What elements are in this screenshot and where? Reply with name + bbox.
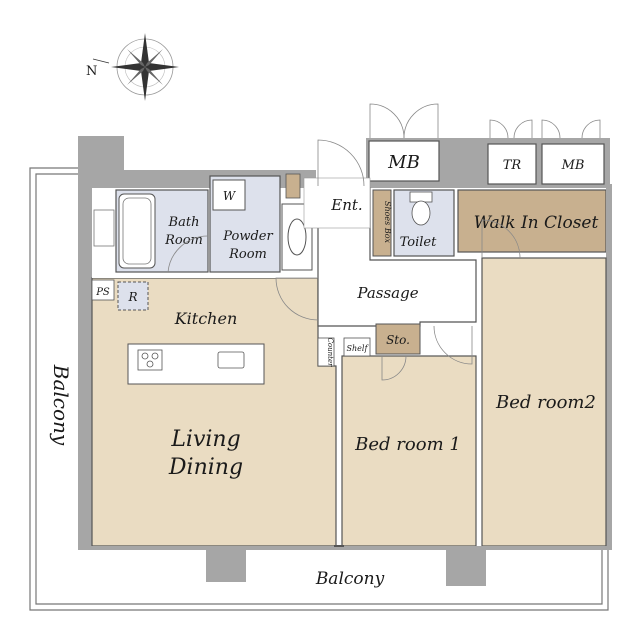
walk-in-closet-label: Walk In Closet xyxy=(474,213,599,233)
washer xyxy=(212,179,246,211)
counter xyxy=(317,337,335,367)
balcony-left-label: Balcony xyxy=(49,364,73,446)
bedroom2-floor xyxy=(481,257,607,547)
storage-door-swing xyxy=(381,355,407,381)
stove-icon xyxy=(137,349,163,371)
shoes-box-label: Shoes Box xyxy=(383,201,392,244)
entrance-tiles xyxy=(303,177,371,229)
tr-box xyxy=(487,143,537,185)
toilet-tank xyxy=(409,191,433,203)
powder-room-label-2: Room xyxy=(228,247,267,262)
passage-label: Passage xyxy=(356,284,418,302)
storage-label: Sto. xyxy=(386,333,410,347)
washer-label: W xyxy=(223,189,237,203)
counter-label: Counter xyxy=(326,338,334,368)
kitchen-sink-icon xyxy=(217,351,245,369)
refrigerator xyxy=(117,281,149,311)
living-label-2: Dining xyxy=(168,455,243,480)
bath-room-label-1: Bath xyxy=(168,215,200,230)
bedroom2-label: Bed room2 xyxy=(495,392,596,413)
bedroom1-door-swing xyxy=(433,325,473,365)
tr-label: TR xyxy=(503,158,522,173)
refrigerator-label: R xyxy=(127,290,137,304)
cabinet-stub xyxy=(285,173,301,199)
bottom-wall xyxy=(78,546,612,550)
left-wall xyxy=(78,170,92,548)
ps-box xyxy=(91,279,115,301)
shoes-box xyxy=(372,189,392,257)
bath-room-label-2: Room xyxy=(164,233,203,248)
upper-door-swings xyxy=(369,103,601,139)
toilet-label: Toilet xyxy=(400,235,437,250)
bath-window-stub xyxy=(93,209,115,247)
shelf xyxy=(343,337,371,357)
mb-small-label: MB xyxy=(561,158,585,173)
powder-sink-icon xyxy=(287,218,307,256)
kitchen-label: Kitchen xyxy=(174,309,238,328)
entrance-label: Ent. xyxy=(330,196,362,214)
toilet-bowl-icon xyxy=(411,200,431,226)
bedroom1-floor xyxy=(341,355,477,547)
balcony-outline xyxy=(29,167,609,611)
mb-small-box xyxy=(541,143,605,185)
bedroom1-label: Bed room 1 xyxy=(354,434,461,455)
bedroom2-door-swing xyxy=(481,219,521,259)
bath-door-swing xyxy=(167,235,209,273)
mb-main-box xyxy=(368,140,440,182)
mb-main-label: MB xyxy=(387,152,420,173)
ps-label: PS xyxy=(95,287,110,298)
right-wall xyxy=(606,184,612,548)
compass-north-label: N xyxy=(86,64,97,79)
bathtub-inner xyxy=(122,197,152,265)
kitchen-passage-door-swing xyxy=(275,277,319,321)
bottom-pillar-right xyxy=(446,548,486,586)
compass-icon xyxy=(92,33,179,101)
shelf-label: Shelf xyxy=(347,344,370,353)
storage xyxy=(375,323,421,355)
bottom-pillar-left xyxy=(206,548,246,582)
entrance-door-swing xyxy=(317,139,365,187)
living-label-1: Living xyxy=(170,427,240,452)
powder-room-label-1: Powder xyxy=(222,229,273,244)
balcony-bottom-label: Balcony xyxy=(315,569,385,589)
bathtub xyxy=(118,193,156,269)
